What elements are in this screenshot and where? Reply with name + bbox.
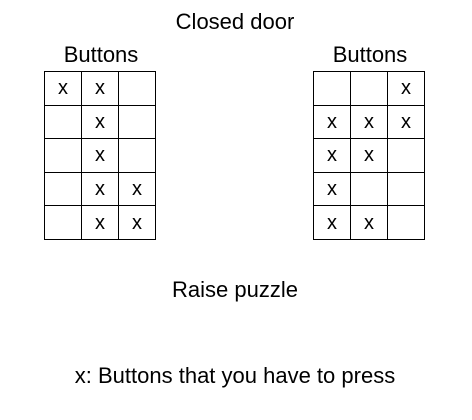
right-grid-cell xyxy=(313,71,351,106)
right-grid-cell-marked: x xyxy=(313,171,351,207)
right-grid-row: x xyxy=(313,71,425,106)
left-grid-cell-marked: x xyxy=(118,171,156,207)
legend-text: x: Buttons that you have to press xyxy=(74,363,396,388)
left-panel-heading: Buttons xyxy=(63,42,139,67)
left-grid-cell xyxy=(118,138,156,173)
right-panel-heading: Buttons xyxy=(332,42,408,67)
right-grid-cell-marked: x xyxy=(313,205,351,240)
right-grid-cell-marked: x xyxy=(387,104,425,140)
left-grid-cell xyxy=(44,205,82,240)
left-grid-cell xyxy=(44,138,82,173)
left-grid-cell-marked: x xyxy=(44,71,82,106)
left-grid-cell xyxy=(44,171,82,207)
left-grid-row: x xyxy=(44,138,156,173)
right-grid-row: x xyxy=(313,171,425,207)
right-grid-cell xyxy=(387,138,425,173)
left-grid-cell-marked: x xyxy=(81,104,119,140)
right-grid-cell-marked: x xyxy=(313,104,351,140)
left-grid-cell-marked: x xyxy=(81,71,119,106)
right-grid-cell-marked: x xyxy=(387,71,425,106)
left-grid-cell-marked: x xyxy=(81,205,119,240)
right-grid-cell xyxy=(350,71,388,106)
left-grid-cell-marked: x xyxy=(81,171,119,207)
left-grid-cell xyxy=(44,104,82,140)
right-grid-cell-marked: x xyxy=(350,104,388,140)
right-grid-cell-marked: x xyxy=(350,205,388,240)
left-grid-row: x xyxy=(44,104,156,140)
left-grid-cell xyxy=(118,104,156,140)
right-grid-cell xyxy=(387,205,425,240)
puzzle-caption: Raise puzzle xyxy=(172,277,298,302)
left-grid-cell-marked: x xyxy=(81,138,119,173)
left-grid-cell-marked: x xyxy=(118,205,156,240)
right-grid-cell-marked: x xyxy=(350,138,388,173)
right-grid-cell xyxy=(350,171,388,207)
door-title: Closed door xyxy=(175,9,295,34)
right-grid-cell-marked: x xyxy=(313,138,351,173)
left-grid-cell xyxy=(118,71,156,106)
right-grid-cell xyxy=(387,171,425,207)
